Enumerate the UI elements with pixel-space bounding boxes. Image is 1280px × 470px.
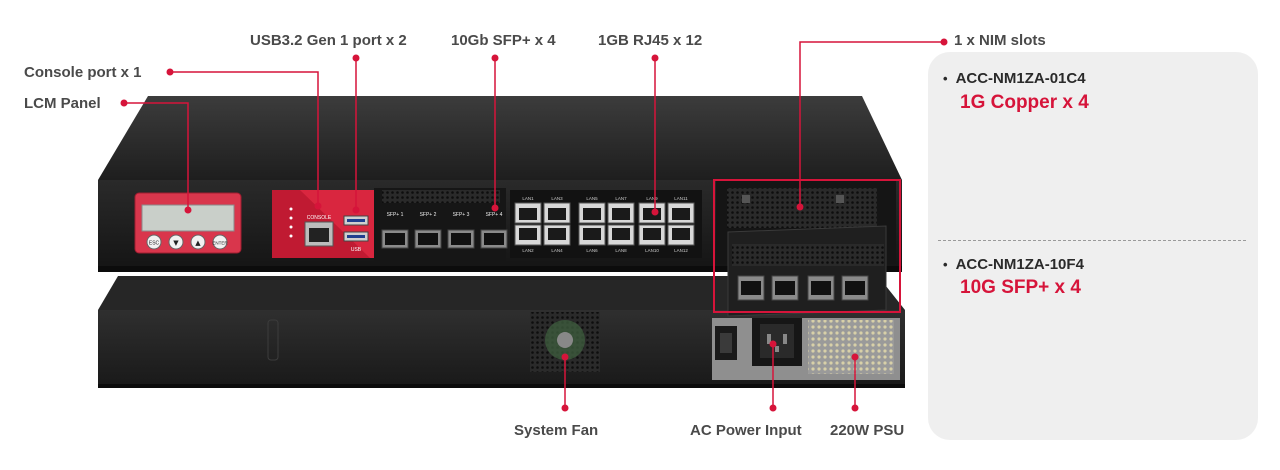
callout-line-nim — [799, 41, 944, 207]
nim-module-panel — [928, 52, 1258, 440]
lan-label-9: LAN9 — [646, 196, 658, 201]
lcm-enter-button: ENTER — [212, 241, 228, 246]
lcm-down-button: ▼ — [173, 239, 179, 247]
system-fan — [530, 312, 600, 372]
lan-label-10: LAN10 — [645, 248, 659, 253]
callout-line-console — [170, 71, 319, 206]
lan-label-11: LAN11 — [674, 196, 688, 201]
lcm-up-button: ▲ — [195, 239, 201, 247]
sfp-label-1: SFP+ 1 — [387, 212, 404, 218]
callout-sfp: 10Gb SFP+ x 4 — [451, 32, 556, 49]
nim-sfp-ports — [737, 275, 869, 301]
callout-console: Console port x 1 — [24, 64, 142, 81]
lan-label-4: LAN4 — [551, 248, 563, 253]
console-port-label: CONSOLE — [307, 215, 332, 221]
sfp-label-4: SFP+ 4 — [486, 212, 503, 218]
sfp-ports: SFP+ 1 SFP+ 2 SFP+ 3 SFP+ 4 — [381, 212, 508, 249]
callout-line-lcm — [124, 102, 189, 210]
lan-label-3: LAN3 — [551, 196, 563, 201]
lcm-esc-button: ESC — [149, 241, 160, 247]
usb-port-label: USB — [351, 247, 362, 253]
callout-lcm: LCM Panel — [24, 95, 101, 112]
lcm-buttons: ESC ▼ ▲ ENTER — [146, 234, 228, 250]
callout-dots — [120, 38, 948, 412]
io-bezel: CONSOLE USB — [272, 188, 506, 262]
module-2-desc: 10G SFP+ x 4 — [960, 277, 1081, 298]
lan-label-12: LAN12 — [674, 248, 688, 253]
psu — [712, 318, 900, 380]
sfp-label-2: SFP+ 2 — [420, 212, 437, 218]
lan-label-5: LAN5 — [586, 196, 598, 201]
callout-usb: USB3.2 Gen 1 port x 2 — [250, 32, 407, 49]
callout-nim: 1 x NIM slots — [954, 32, 1046, 49]
callout-psu: 220W PSU — [830, 422, 905, 439]
callout-rj45: 1GB RJ45 x 12 — [598, 32, 703, 49]
module-divider — [938, 240, 1246, 241]
nim-slot — [713, 179, 901, 317]
module-1-desc: 1G Copper x 4 — [960, 92, 1089, 113]
module-1-name: •ACC-NM1ZA-01C4 — [943, 70, 1086, 87]
callout-fan: System Fan — [514, 422, 599, 439]
lan-label-8: LAN8 — [615, 248, 627, 253]
sfp-label-3: SFP+ 3 — [453, 212, 470, 218]
lan-label-7: LAN7 — [615, 196, 627, 201]
lcm-panel: ESC ▼ ▲ ENTER — [134, 192, 242, 254]
lan-label-6: LAN6 — [586, 248, 598, 253]
callout-ac: AC Power Input — [690, 422, 802, 439]
module-2-name: •ACC-NM1ZA-10F4 — [943, 256, 1084, 273]
callout-lines — [124, 41, 944, 408]
lan-label-2: LAN2 — [522, 248, 534, 253]
lan-label-1: LAN1 — [522, 196, 534, 201]
rj45-ports: LAN1 LAN3 LAN5 LAN7 LAN9 LAN11 LAN2 LAN4… — [510, 190, 702, 258]
